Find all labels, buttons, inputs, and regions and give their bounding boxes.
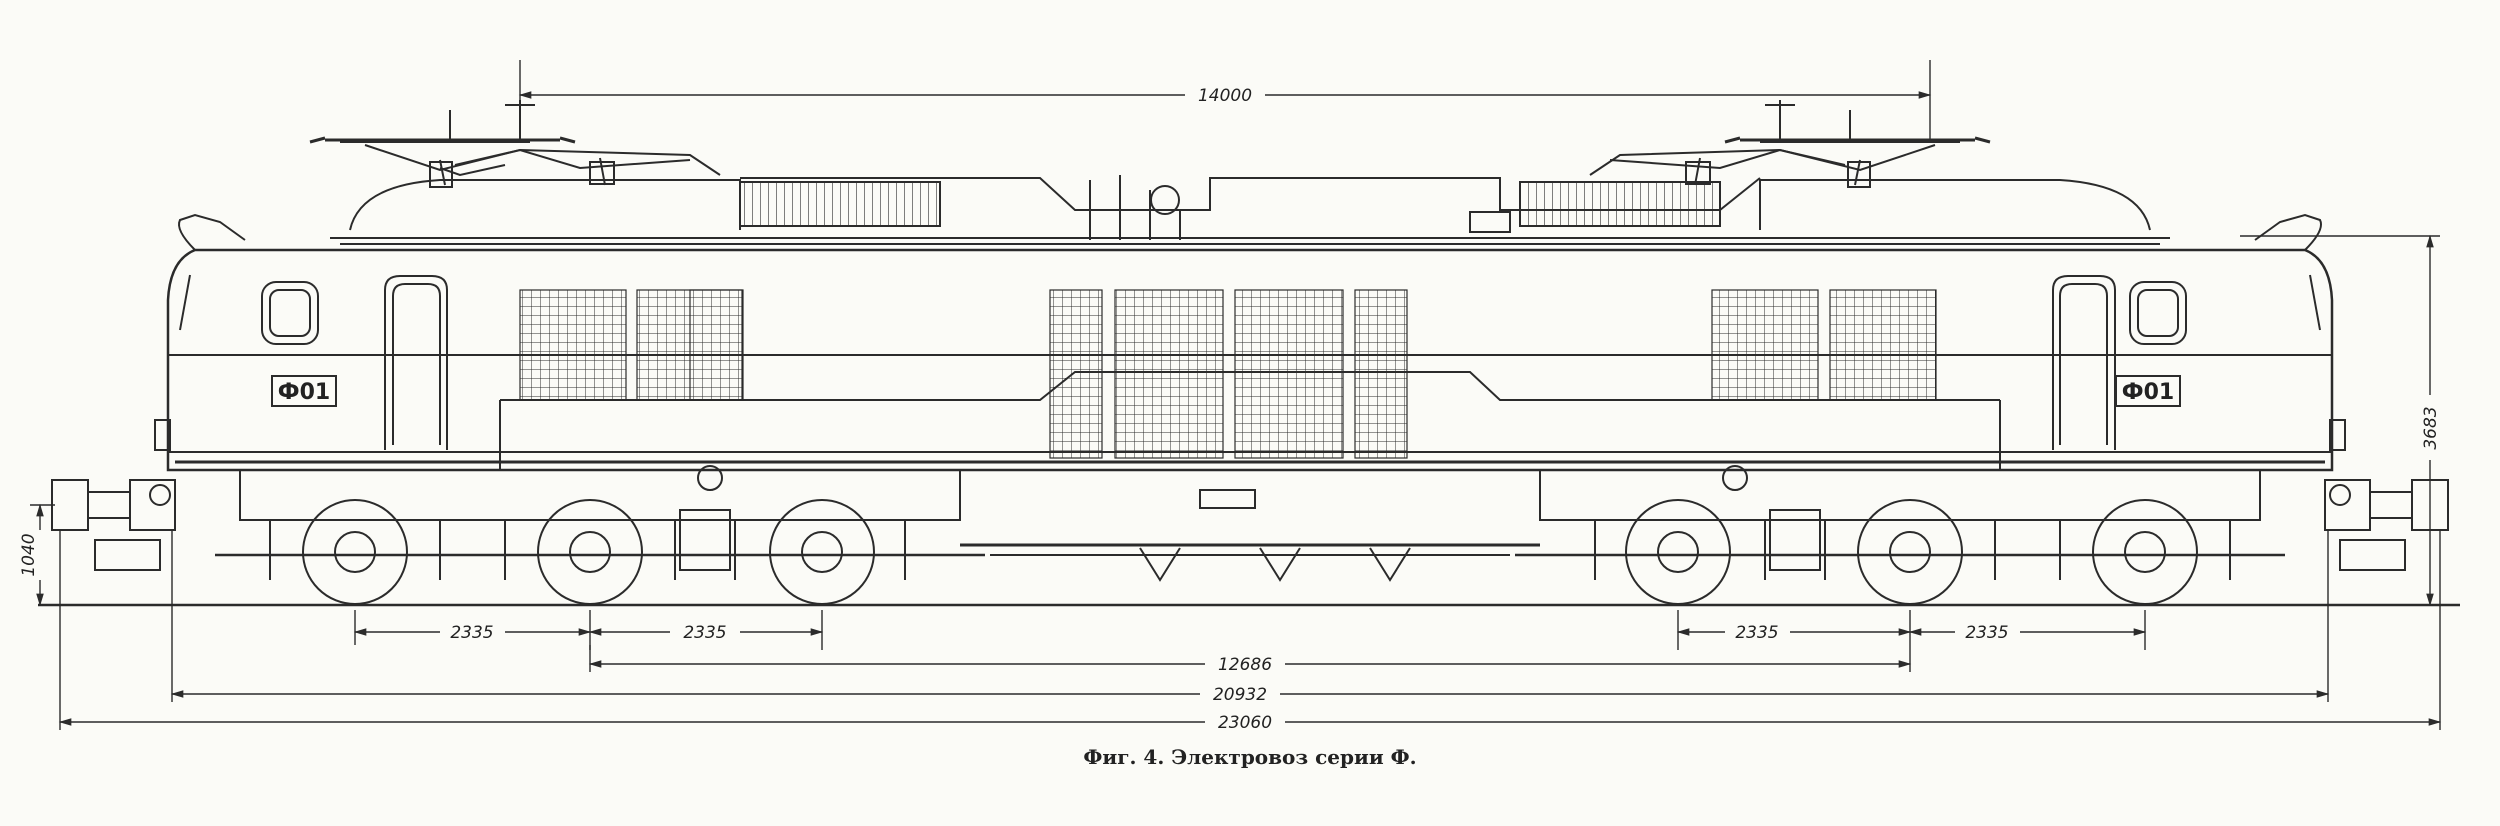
- cab-door-right: [2052, 275, 2116, 450]
- cab-door-left: [384, 275, 448, 450]
- wheels: [269, 465, 2231, 605]
- cab-window-right: [2129, 281, 2187, 345]
- number-plate-right: [2115, 375, 2181, 407]
- pantograph-right: [1589, 100, 1991, 188]
- number-plate-left: [271, 375, 337, 407]
- dimension-lines: [30, 60, 2442, 730]
- cab-window-left: [261, 281, 319, 345]
- pantograph-left: [309, 100, 721, 188]
- dim-label-2335-b: 2335: [683, 623, 726, 643]
- dim-label-12686: 12686: [1218, 655, 1272, 675]
- dim-label-2335-c: 2335: [1735, 623, 1778, 643]
- dim-label-1040: 1040: [19, 533, 39, 576]
- cab-number-right: Ф01: [2122, 380, 2174, 405]
- dim-label-3683: 3683: [2421, 406, 2441, 449]
- cab-number-left: Ф01: [278, 380, 330, 405]
- side-grilles: [519, 289, 1937, 459]
- roof: [330, 175, 2170, 245]
- dim-label-2335-a: 2335: [450, 623, 493, 643]
- buffers-left: [51, 479, 176, 571]
- dim-label-14000: 14000: [1198, 86, 1252, 106]
- dim-label-2335-d: 2335: [1965, 623, 2008, 643]
- underframe: [215, 470, 2285, 582]
- dim-label-20932: 20932: [1213, 685, 1267, 705]
- dim-label-23060: 23060: [1218, 713, 1272, 733]
- figure-caption: Фиг. 4. Электровоз серии Ф.: [1083, 745, 1417, 769]
